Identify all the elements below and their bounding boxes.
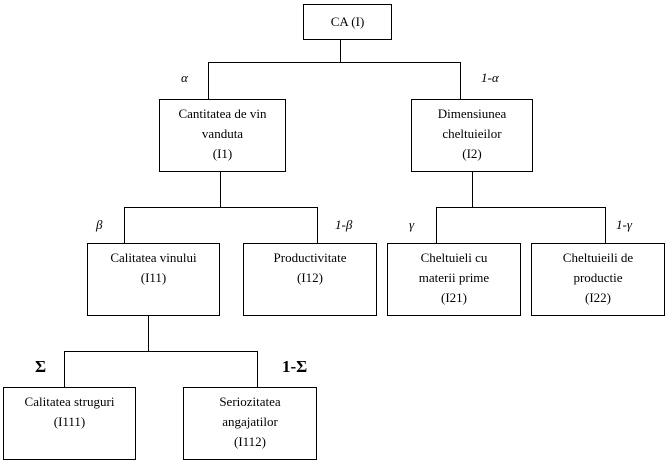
weight-gamma: γ [409, 217, 415, 232]
node-label: Cheltuieli cu [420, 250, 488, 265]
node-code: (I1) [212, 146, 233, 161]
node-i112: Seriozitatea angajatilor (I112) [183, 387, 317, 460]
weight-sigma: Σ [35, 357, 47, 376]
node-label: materii prime [418, 270, 490, 285]
node-i2: Dimensiunea cheltuieilor (I2) [411, 99, 533, 172]
node-i12: Productivitate (I12) [243, 243, 377, 316]
node-label: productie [573, 270, 623, 285]
node-label: Productivitate [273, 250, 347, 265]
node-label: CA (I) [330, 14, 365, 29]
node-code: (I21) [441, 290, 467, 305]
node-code: (I12) [297, 270, 323, 285]
weight-alpha: α [181, 70, 188, 85]
weight-one-minus-gamma: 1-γ [616, 217, 632, 232]
node-i1: Cantitatea de vin vanduta (I1) [159, 99, 286, 172]
node-label: cheltuieilor [442, 126, 502, 141]
node-label: vanduta [201, 126, 244, 141]
node-label: Calitatea struguri [24, 394, 115, 409]
node-code: (I112) [233, 434, 266, 449]
node-code: (I2) [462, 146, 482, 161]
weight-one-minus-alpha: 1-α [481, 70, 499, 85]
node-label: Cantitatea de vin [178, 106, 267, 121]
node-label: Cheltuieili de [562, 250, 634, 265]
node-root: CA (I) [303, 4, 392, 40]
node-label: angajatilor [222, 414, 278, 429]
node-label: Dimensiunea [437, 106, 507, 121]
node-i22: Cheltuieili de productie (I22) [531, 243, 665, 316]
node-label: Calitatea vinului [110, 250, 197, 265]
node-i11: Calitatea vinului (I11) [87, 243, 220, 316]
node-i111: Calitatea struguri (I111) [3, 387, 136, 460]
weight-one-minus-beta: 1-β [335, 217, 353, 232]
node-i21: Cheltuieli cu materii prime (I21) [387, 243, 521, 316]
node-code: (I111) [53, 414, 86, 429]
node-code: (I11) [140, 270, 167, 285]
node-code: (I22) [585, 290, 611, 305]
weight-one-minus-sigma: 1-Σ [282, 357, 308, 376]
weight-beta: β [96, 217, 103, 232]
node-label: Seriozitatea [219, 394, 281, 409]
